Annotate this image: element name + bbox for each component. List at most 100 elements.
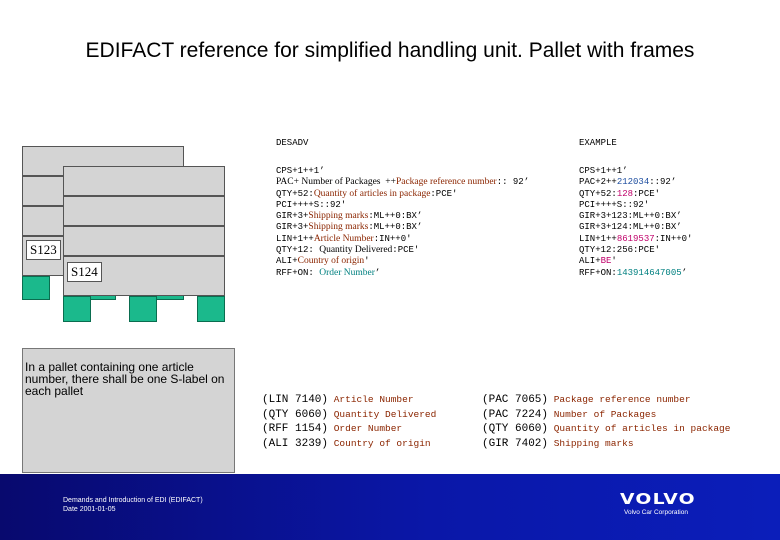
edi-segment-part: 8619537 <box>617 234 655 244</box>
edi-segment-part: PAC+ Number of Packages ++ <box>276 177 396 187</box>
edi-segment-line: CPS+1++1’ <box>579 166 692 177</box>
volvo-logo: VOLVO <box>620 490 696 508</box>
desadv-header: DESADV <box>276 138 308 148</box>
code-legend-row: (PAC 7065) Package reference number <box>482 393 730 408</box>
edi-segment-line: QTY+52:128:PCE' <box>579 189 692 200</box>
s-label-note: In a pallet containing one article numbe… <box>22 348 235 473</box>
code-legend-row: (QTY 6060) Quantity Delivered <box>262 408 436 423</box>
edi-segment-part: Shipping marks <box>308 211 368 221</box>
data-element-code: (PAC 7224) <box>482 409 548 421</box>
edi-segment-part: Package reference number <box>396 177 497 187</box>
footer-title: Demands and Introduction of EDI (EDIFACT… <box>63 496 203 505</box>
code-legend-row: (PAC 7224) Number of Packages <box>482 408 730 423</box>
data-element-description: Order Number <box>328 423 402 434</box>
edi-segment-part: Quantity Delivered <box>319 245 392 255</box>
code-legend-left: (LIN 7140) Article Number(QTY 6060) Quan… <box>262 393 436 451</box>
data-element-description: Quantity of articles in package <box>548 423 730 434</box>
edi-segment-part: Country of origin <box>298 256 365 266</box>
edi-segment-part: :: 92’ <box>497 177 529 187</box>
edi-segment-part: :PCE' <box>430 189 457 199</box>
edi-segment-part: 128 <box>617 189 633 199</box>
data-element-code: (GIR 7402) <box>482 438 548 450</box>
edi-segment-part: :PCE' <box>392 245 419 255</box>
edi-segment-part: :ML++0:BX’ <box>368 222 422 232</box>
footer-bar: Demands and Introduction of EDI (EDIFACT… <box>0 474 780 540</box>
edi-segment-part: ALI+ <box>579 256 601 266</box>
edi-segment-part: CPS+1++1’ <box>579 166 628 176</box>
edi-segment-line: QTY+12: Quantity Delivered:PCE' <box>276 245 529 256</box>
edi-segment-part: CPS+1++1’ <box>276 166 325 176</box>
code-legend-row: (ALI 3239) Country of origin <box>262 437 436 452</box>
edi-segment-part: QTY+52: <box>579 189 617 199</box>
data-element-code: (QTY 6060) <box>262 409 328 421</box>
edi-segment-part: LIN+1++ <box>276 234 314 244</box>
example-segment-list: CPS+1++1’PAC+2++212034::92’QTY+52:128:PC… <box>579 166 692 279</box>
edi-segment-line: GIR+3+124:ML++0:BX’ <box>579 222 692 233</box>
edi-segment-line: LIN+1++Article Number:IN++0' <box>276 234 529 245</box>
edi-segment-part: PCI++++S::92' <box>276 200 346 210</box>
edi-segment-part: GIR+3+123:ML++0:BX’ <box>579 211 682 221</box>
frame-panel <box>63 196 225 226</box>
edi-segment-line: GIR+3+Shipping marks:ML++0:BX’ <box>276 211 529 222</box>
data-element-code: (ALI 3239) <box>262 438 328 450</box>
edi-segment-part: 143914647005 <box>617 268 682 278</box>
edi-segment-part: ' <box>364 256 369 266</box>
data-element-code: (PAC 7065) <box>482 394 548 406</box>
edi-segment-line: ALI+Country of origin' <box>276 256 529 267</box>
edi-segment-part: Quantity of articles in package <box>314 189 431 199</box>
data-element-description: Package reference number <box>548 394 691 405</box>
data-element-code: (RFF 1154) <box>262 423 328 435</box>
edi-segment-part: ’ <box>682 268 687 278</box>
edi-segment-line: PCI++++S::92' <box>579 200 692 211</box>
edi-segment-part: GIR+3+ <box>276 211 308 221</box>
frame-panel <box>63 166 225 196</box>
pallet-block <box>197 296 225 322</box>
edi-segment-part: :IN++0' <box>655 234 693 244</box>
edi-segment-line: PAC+ Number of Packages ++Package refere… <box>276 177 529 188</box>
edi-segment-line: QTY+12:256:PCE' <box>579 245 692 256</box>
edi-segment-part: GIR+3+ <box>276 222 308 232</box>
edi-segment-part: Shipping marks <box>308 222 368 232</box>
data-element-description: Number of Packages <box>548 409 656 420</box>
code-legend-row: (LIN 7140) Article Number <box>262 393 436 408</box>
edi-segment-part: Article Number <box>314 234 374 244</box>
edi-segment-part: 212034 <box>617 177 649 187</box>
edi-segment-line: PAC+2++212034::92’ <box>579 177 692 188</box>
example-header: EXAMPLE <box>579 138 617 148</box>
edi-segment-line: LIN+1++8619537:IN++0' <box>579 234 692 245</box>
edi-segment-part: Order Number <box>319 268 375 278</box>
pallet-block <box>63 296 91 322</box>
edi-segment-part: ’ <box>375 268 380 278</box>
s-label-s123: S123 <box>26 240 61 260</box>
edi-segment-part: :ML++0:BX’ <box>368 211 422 221</box>
edi-segment-line: GIR+3+123:ML++0:BX’ <box>579 211 692 222</box>
edi-segment-part: PAC+2++ <box>579 177 617 187</box>
page-title: EDIFACT reference for simplified handlin… <box>60 36 720 66</box>
frame-panel <box>63 226 225 256</box>
edi-segment-part: QTY+12: <box>276 245 319 255</box>
edi-segment-part: RFF+ON: <box>579 268 617 278</box>
code-legend-row: (QTY 6060) Quantity of articles in packa… <box>482 422 730 437</box>
edi-segment-part: PCI++++S::92' <box>579 200 649 210</box>
pallet-block <box>22 276 50 300</box>
edi-segment-line: RFF+ON: Order Number’ <box>276 268 529 279</box>
footer-date: Date 2001-01-05 <box>63 505 203 514</box>
edi-segment-part: QTY+52: <box>276 189 314 199</box>
data-element-description: Article Number <box>328 394 414 405</box>
data-element-code: (QTY 6060) <box>482 423 548 435</box>
edi-segment-part: :IN++0' <box>374 234 412 244</box>
edi-segment-part: ALI+ <box>276 256 298 266</box>
code-legend-row: (GIR 7402) Shipping marks <box>482 437 730 452</box>
edi-segment-line: QTY+52:Quantity of articles in package:P… <box>276 189 529 200</box>
data-element-description: Shipping marks <box>548 438 634 449</box>
edi-segment-part: LIN+1++ <box>579 234 617 244</box>
s-label-s124: S124 <box>67 262 102 282</box>
edi-segment-line: CPS+1++1’ <box>276 166 529 177</box>
edi-segment-part: RFF+ON: <box>276 268 319 278</box>
pallet-block <box>129 296 157 322</box>
code-legend-row: (RFF 1154) Order Number <box>262 422 436 437</box>
edi-segment-line: ALI+BE' <box>579 256 692 267</box>
edi-segment-part: GIR+3+124:ML++0:BX’ <box>579 222 682 232</box>
data-element-description: Country of origin <box>328 438 431 449</box>
code-legend-right: (PAC 7065) Package reference number(PAC … <box>482 393 730 451</box>
